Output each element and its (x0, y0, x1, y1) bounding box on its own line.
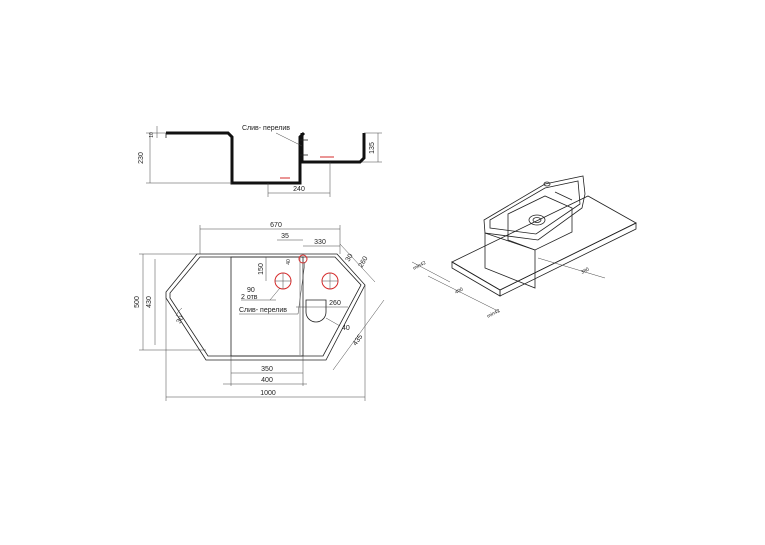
plan-outer-outline (165, 253, 366, 361)
dim-label-40a: 40 (286, 259, 292, 265)
iso-dim-line-a1 (411, 261, 451, 283)
dim-label-240: 240 (293, 186, 305, 193)
dim-label-230: 230 (138, 152, 145, 164)
section-drain-label: Слив- перелив (242, 125, 290, 132)
iso-cutout-front (484, 232, 536, 289)
dim-label-30a: 30 (345, 253, 355, 263)
iso-countertop-side (499, 222, 637, 297)
dim-label-40b: 40 (342, 325, 350, 332)
dim-label-ang30: 30 (176, 315, 186, 325)
holes-size-label: 90 (247, 287, 255, 294)
iso-tap-hole (543, 181, 551, 187)
iso-bowl (507, 195, 573, 251)
iso-dim-label-400: 400 (454, 286, 464, 295)
iso-sink-rim (489, 180, 581, 235)
iso-dim-label-a1: min42 (412, 260, 427, 272)
iso-drain-inner (532, 217, 542, 223)
dim-label-10: 10 (149, 132, 155, 138)
dim-label-35: 35 (281, 233, 289, 240)
dim-line-260-top (339, 243, 376, 283)
dim-label-260a: 260 (358, 255, 370, 269)
dim-label-670: 670 (270, 222, 282, 229)
dim-label-135: 135 (369, 142, 376, 154)
iso-dim-line-380 (537, 257, 606, 279)
dim-label-350: 350 (261, 366, 273, 373)
dim-label-330: 330 (314, 239, 326, 246)
dim-label-500: 500 (134, 296, 141, 308)
iso-view: min42 400 min42 380 (411, 175, 637, 320)
dim-label-400: 400 (261, 377, 273, 384)
plan-drain-leader (297, 261, 306, 315)
iso-sink-outer (483, 175, 586, 241)
holes-count-label: 2 отв (241, 294, 258, 301)
dim-label-150: 150 (258, 263, 265, 275)
dim-line-435 (332, 299, 385, 371)
plan-view: 670 35 330 30 260 150 40 500 430 30 90 2… (134, 222, 385, 401)
section-view: 230 10 135 240 Слив- перелив (138, 125, 382, 197)
plan-drain-label: Слив- перелив (239, 307, 287, 314)
dim-line-40 (325, 317, 341, 327)
dim-label-435: 435 (352, 333, 364, 347)
dim-label-260b: 260 (329, 300, 341, 307)
section-drain-leader (275, 132, 303, 147)
dim-label-430: 430 (146, 296, 153, 308)
section-right-profile (300, 133, 366, 164)
iso-dim-label-a2: min42 (486, 308, 501, 320)
angle-arc-30 (175, 307, 183, 317)
plan-drain (305, 299, 327, 323)
iso-drainboard-line (554, 191, 573, 201)
section-left-profile (166, 131, 306, 185)
iso-dim-line-400 (427, 275, 501, 313)
overflow-hole (298, 254, 308, 264)
dim-label-1000: 1000 (260, 390, 276, 397)
iso-drain (528, 214, 546, 226)
iso-dim-label-380: 380 (580, 266, 590, 275)
holes-leader (269, 287, 281, 301)
